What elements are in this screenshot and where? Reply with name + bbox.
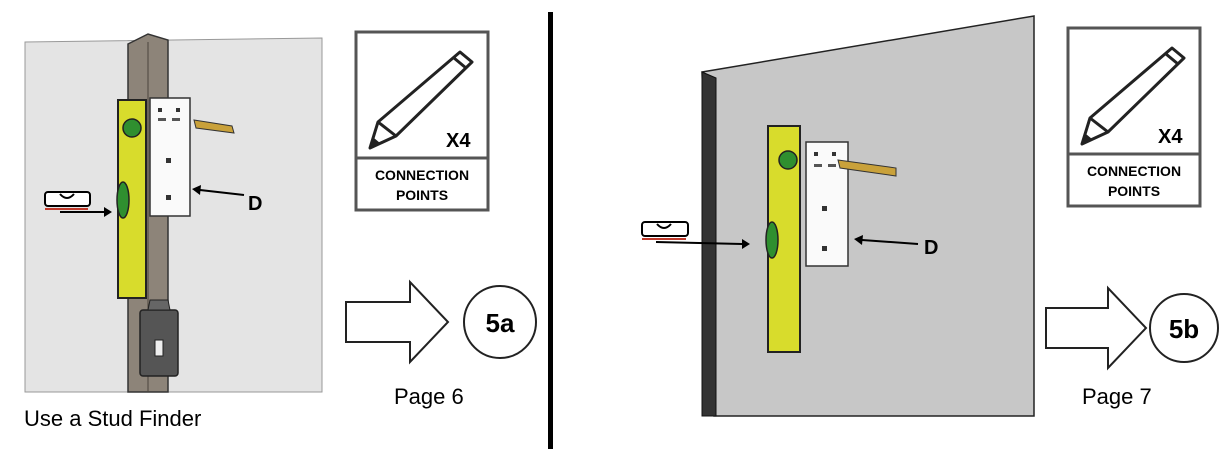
right-panel: D X4 CONNECTION POINTS 5b Page 7 — [556, 0, 1222, 449]
template-d — [149, 97, 191, 217]
connection-badge: X4 CONNECTION POINTS — [1066, 26, 1202, 208]
bubble-vial-icon — [44, 191, 91, 210]
part-label-d: D — [924, 237, 938, 259]
caption-stud-finder: Use a Stud Finder — [24, 406, 202, 431]
level-icon — [765, 125, 801, 353]
stud-finder-icon — [139, 299, 179, 377]
pointer-arrow-d — [854, 235, 919, 245]
left-illustration: D X4 CONNECTION POINTS 5a — [24, 30, 537, 393]
connection-badge: X4 CONNECTION POINTS — [354, 30, 490, 212]
badge-line2: POINTS — [396, 187, 448, 203]
badge-count: X4 — [1158, 126, 1183, 148]
pointer-arrow-d — [192, 185, 245, 196]
next-arrow-icon — [1045, 285, 1148, 371]
part-label-d: D — [248, 193, 262, 215]
left-panel: D X4 CONNECTION POINTS 5a Page 6 Use a S… — [0, 0, 548, 449]
step-5b-link[interactable]: 5b — [1149, 293, 1219, 363]
step-5a-label: 5a — [486, 308, 515, 338]
badge-pencil-icon — [368, 50, 474, 150]
bubble-vial-icon — [641, 221, 689, 240]
badge-line1: CONNECTION — [375, 167, 469, 183]
pencil-icon — [193, 119, 235, 134]
wall-face — [701, 15, 1035, 417]
badge-line2: POINTS — [1108, 183, 1160, 199]
level-icon — [116, 99, 147, 299]
step-5a-link[interactable]: 5a — [463, 285, 537, 359]
panel-divider — [548, 12, 553, 449]
step-5b-label: 5b — [1169, 314, 1199, 344]
badge-count: X4 — [446, 130, 471, 152]
pencil-icon — [837, 159, 897, 177]
pointer-arrow-left — [655, 239, 750, 249]
template-d — [805, 141, 849, 267]
badge-pencil-icon — [1080, 46, 1186, 146]
next-arrow-icon — [345, 279, 450, 365]
pointer-arrow-left — [60, 207, 112, 217]
badge-line1: CONNECTION — [1087, 163, 1181, 179]
page-7-label: Page 7 — [1082, 384, 1152, 409]
right-illustration: D X4 CONNECTION POINTS 5b — [641, 15, 1219, 417]
page-6-label: Page 6 — [394, 384, 464, 409]
